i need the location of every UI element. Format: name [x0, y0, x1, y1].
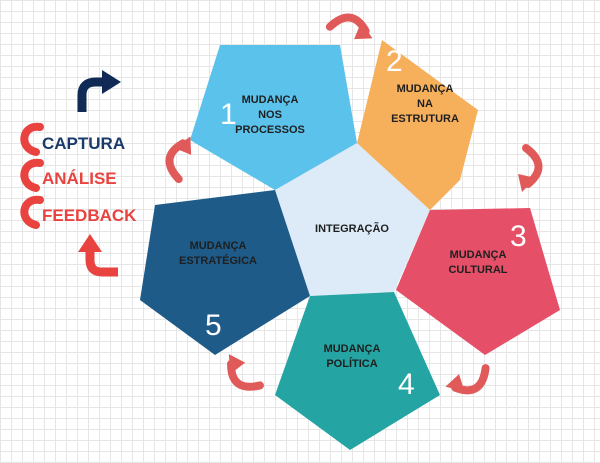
center-pentagon [275, 143, 430, 296]
pentagon-5-line-2: ESTRATÉGICA [179, 254, 257, 267]
pentagon-2-number: 2 [386, 45, 403, 78]
pentagon-5-line-1: MUDANÇA [190, 240, 247, 252]
pentagon-2-line-3: ESTRUTURA [391, 113, 459, 125]
pentagon-4 [275, 292, 440, 450]
pentagon-3-line-2: CULTURAL [448, 264, 507, 276]
swirl-icon [20, 195, 44, 229]
down-arrow-icon [78, 234, 118, 277]
pentagon-1-line-3: PROCESSOS [235, 124, 305, 136]
curved-arrow-icon [518, 144, 543, 192]
swirl-icon [20, 122, 44, 156]
pentagon-5-number: 5 [205, 309, 222, 342]
pentagon-1-line-1: MUDANÇA [242, 94, 299, 106]
curved-arrow-icon [445, 364, 490, 395]
pentagon-1-number: 1 [220, 98, 237, 131]
pentagon-1 [190, 45, 357, 190]
pentagon-2-line-1: MUDANÇA [397, 83, 454, 95]
pentagon-4-line-1: MUDANÇA [324, 343, 381, 355]
curved-arrow-icon [227, 354, 264, 391]
pentagon-5 [140, 190, 310, 355]
cycle-item-captura: CAPTURA [42, 134, 125, 153]
cycle-item-analise: ANÁLISE [42, 169, 117, 188]
curved-arrow-icon [325, 13, 373, 40]
pentagon-4-number: 4 [398, 368, 415, 401]
curved-arrow-icon [165, 136, 192, 184]
up-arrow-icon [77, 70, 121, 112]
pentagon-3-number: 3 [510, 220, 527, 253]
cycle-item-feedback: FEEDBACK [42, 206, 137, 225]
pentagon-1-line-2: NOS [258, 109, 282, 121]
center-label: INTEGRAÇÃO [315, 222, 389, 235]
pentagon-2 [357, 40, 478, 210]
pentagon-2-line-2: NA [417, 98, 433, 110]
pentagon-3 [396, 208, 560, 355]
pentagon-4-line-2: POLÍTICA [326, 357, 377, 370]
pentagon-3-line-1: MUDANÇA [450, 249, 507, 261]
swirl-icon [20, 158, 44, 192]
